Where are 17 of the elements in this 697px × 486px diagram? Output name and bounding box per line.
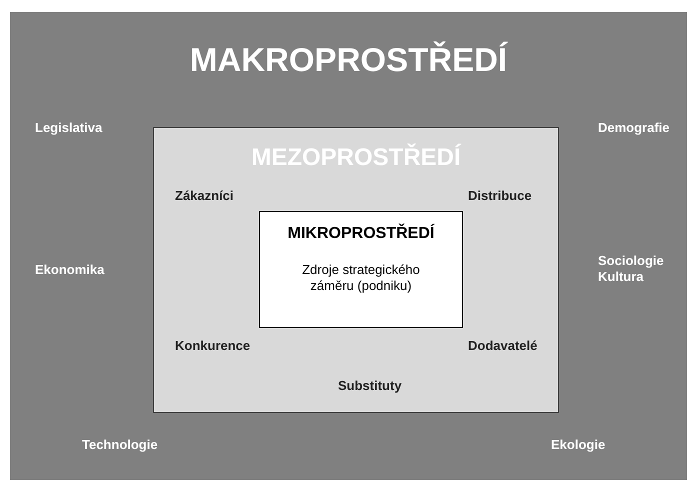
description: Zdroje strategického záměru (podniku) [301,262,421,294]
factor-label: Zákazníci [175,188,235,204]
factor-label: Dodavatelé [468,338,538,354]
inner-environment-box [259,211,463,328]
middle-environment-panel [153,127,559,413]
factor-label: Distribuce [468,188,533,204]
factor-label: Sociologie Kultura [598,253,665,285]
factor-label: Technologie [82,437,159,453]
factor-label: Demografie [598,120,671,136]
factor-label: Substituty [338,378,403,394]
heading: MAKROPROSTŘEDÍ [188,42,509,78]
factor-label: Konkurence [175,338,252,354]
factor-label: Ekonomika [35,262,106,278]
factor-label: Ekologie [551,437,606,453]
heading: MIKROPROSTŘEDÍ [286,224,436,243]
factor-label: Legislativa [35,120,104,136]
outer-environment-panel [10,12,687,480]
